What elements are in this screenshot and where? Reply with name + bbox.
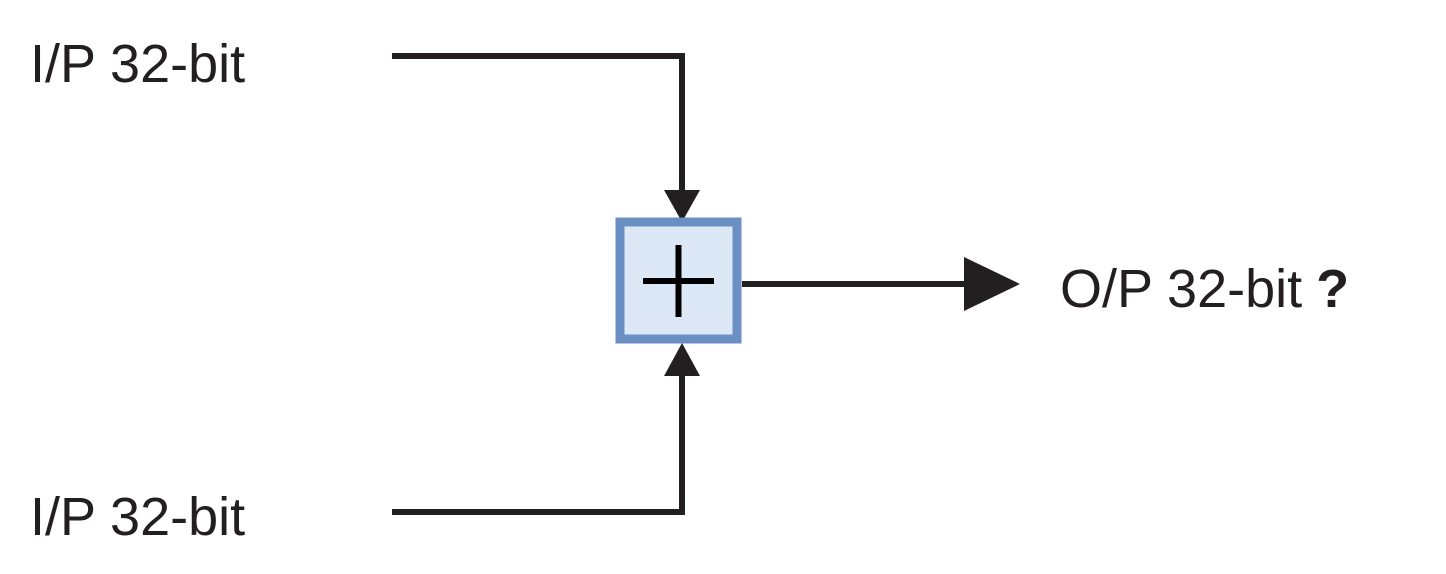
output-label: O/P 32-bit? <box>1060 259 1349 319</box>
top-input-wire <box>392 53 685 192</box>
bottom-input-wire <box>392 374 685 515</box>
output-label-text: O/P 32-bit <box>1060 259 1302 319</box>
top-input-arrowhead <box>664 190 700 222</box>
bottom-input-arrowhead <box>664 343 700 376</box>
output-arrowhead <box>964 257 1020 311</box>
adder-block <box>615 217 742 344</box>
plus-icon <box>643 245 714 317</box>
input-label-top: I/P 32-bit <box>30 34 245 94</box>
output-question-mark: ? <box>1316 259 1349 319</box>
input-label-bottom: I/P 32-bit <box>30 487 245 547</box>
